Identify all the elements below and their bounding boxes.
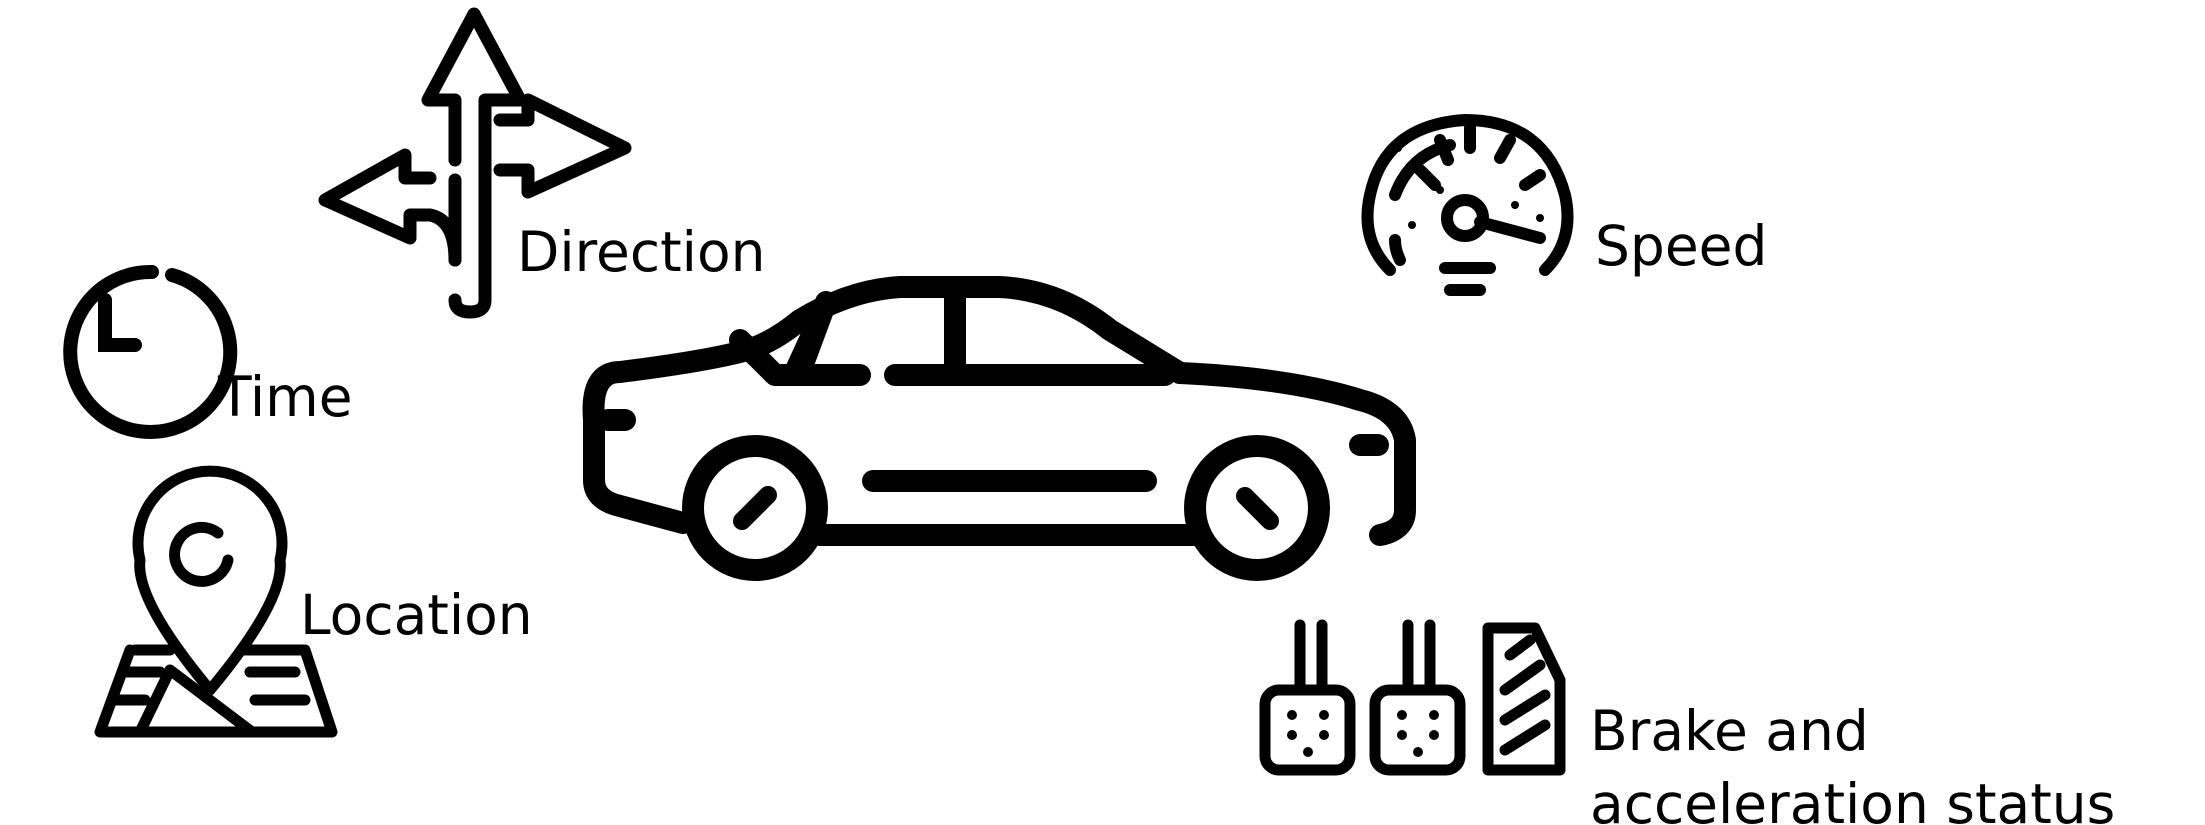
map-pin-icon xyxy=(100,471,332,732)
speed-label: Speed xyxy=(1595,215,1767,277)
car-wheel-front xyxy=(693,446,817,570)
location-label: Location xyxy=(300,584,533,646)
time-label: Time xyxy=(218,366,353,428)
clock-icon xyxy=(70,272,230,432)
brake-acceleration-label: Brake and acceleration status xyxy=(1590,695,2190,825)
direction-label: Direction xyxy=(517,221,765,283)
pedal-dots xyxy=(1287,710,1439,757)
car-wheel-rear xyxy=(1195,446,1319,570)
